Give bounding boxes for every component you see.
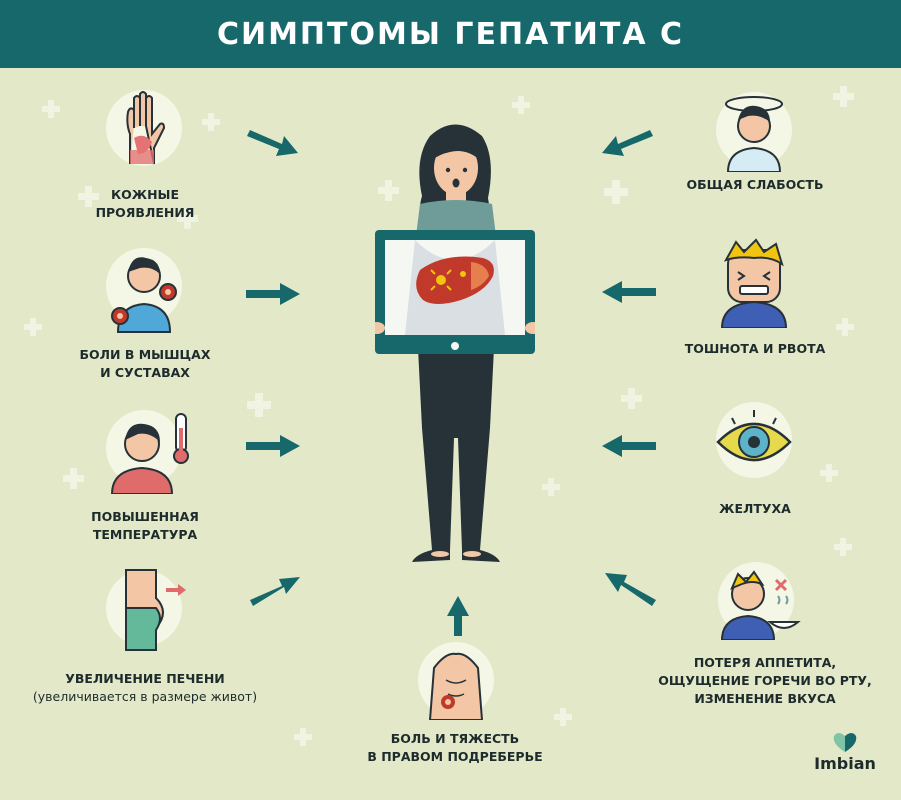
arrow-muscles xyxy=(246,283,300,305)
page-title: СИМПТОМЫ ГЕПАТИТА С xyxy=(216,16,685,52)
label-pain: БОЛЬ И ТЯЖЕСТЬ В ПРАВОМ ПОДРЕБЕРЬЕ xyxy=(367,731,543,764)
arrow-weakness xyxy=(602,130,653,156)
arrow-fever xyxy=(246,435,300,457)
belly-enlargement-icon xyxy=(106,569,186,651)
heart-logo-icon xyxy=(833,733,857,752)
arrow-liver xyxy=(250,577,300,606)
label-liver: УВЕЛИЧЕНИЕ ПЕЧЕНИ (увеличивается в разме… xyxy=(32,671,258,704)
label-nausea: ТОШНОТА И РВОТА xyxy=(684,341,826,356)
arrow-skin xyxy=(247,130,298,156)
label-appetite: ПОТЕРЯ АППЕТИТА, ОЩУЩЕНИЕ ГОРЕЧИ ВО РТУ,… xyxy=(658,655,872,706)
label-muscles: БОЛИ В МЫШЦАХ И СУСТАВАХ xyxy=(79,347,211,380)
arrow-jaundice xyxy=(602,435,656,457)
nauseous-person-icon xyxy=(720,238,788,328)
arrow-pain xyxy=(447,596,469,636)
dizzy-person-icon xyxy=(716,92,792,172)
arrow-appetite xyxy=(605,573,656,606)
woman-with-xray-illustration xyxy=(412,124,500,562)
label-fever: ПОВЫШЕННАЯ ТЕМПЕРАТУРА xyxy=(91,509,199,542)
appetite-loss-icon xyxy=(718,562,801,640)
label-weakness: ОБЩАЯ СЛАБОСТЬ xyxy=(686,177,824,192)
yellow-eye-icon xyxy=(716,402,792,478)
hand-rash-icon xyxy=(106,90,182,166)
abdomen-pain-icon xyxy=(418,642,494,720)
xray-monitor xyxy=(375,230,535,354)
muscle-pain-icon xyxy=(106,248,182,333)
fever-thermometer-icon xyxy=(106,410,189,494)
label-skin: КОЖНЫЕ ПРОЯВЛЕНИЯ xyxy=(95,187,195,220)
header-banner: СИМПТОМЫ ГЕПАТИТА С xyxy=(0,0,901,68)
imbian-logo: Imbian xyxy=(810,730,880,773)
background-plus-signs xyxy=(24,86,854,746)
arrow-nausea xyxy=(602,281,656,303)
label-jaundice: ЖЕЛТУХА xyxy=(719,501,791,516)
logo-text: Imbian xyxy=(814,754,876,773)
